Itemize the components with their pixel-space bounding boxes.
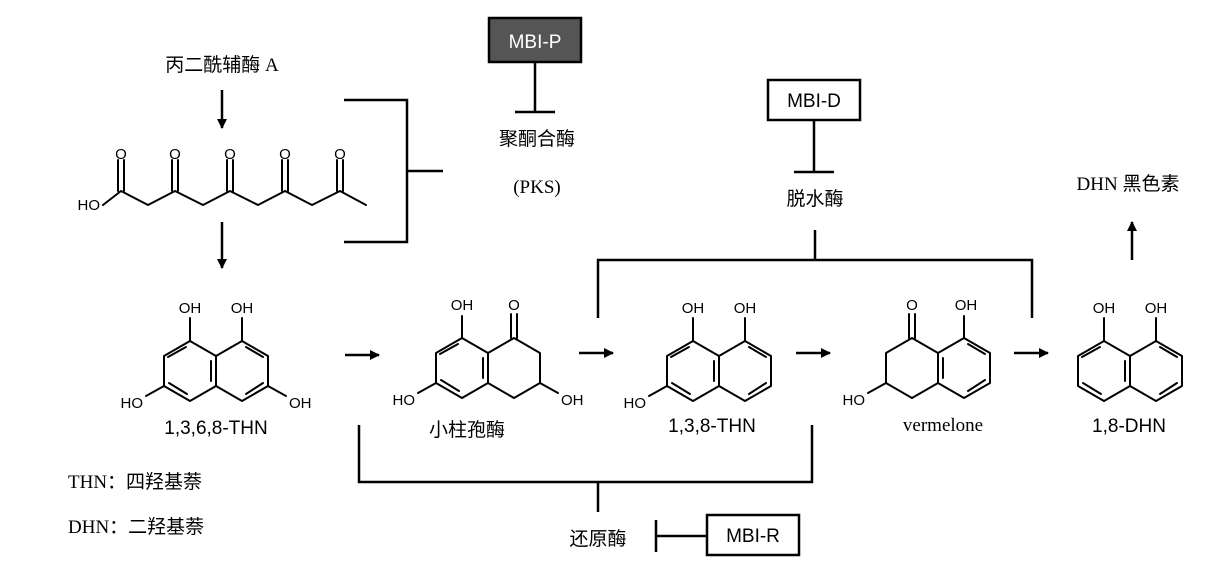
- mbi-d-box: [766, 78, 862, 122]
- legend-thn: THN：四羟基萘: [68, 471, 202, 493]
- compound-4-structure: O OH HO: [843, 297, 991, 409]
- atom-oh: OH: [289, 395, 312, 412]
- atom-ho: HO: [393, 392, 416, 409]
- compound-4-label: vermelone: [903, 415, 983, 436]
- dehydratase-label: 脱水酶: [786, 188, 843, 210]
- legend-dhn: DHN：二羟基萘: [68, 516, 204, 538]
- compound-3-label: 1,3,8-THN: [668, 416, 756, 437]
- atom-ho: HO: [843, 392, 866, 409]
- atom-o: O: [169, 146, 181, 163]
- mbi-p-label: MBI-P: [509, 32, 562, 53]
- atom-ho: HO: [121, 395, 144, 412]
- reductase-label: 还原酶: [569, 528, 626, 550]
- atom-oh: OH: [1145, 300, 1168, 317]
- malonyl-coa-label: 丙二酰辅酶 A: [165, 54, 279, 76]
- atom-o: O: [508, 297, 520, 314]
- atom-oh: OH: [561, 392, 584, 409]
- atom-o: O: [906, 297, 918, 314]
- atom-o: O: [224, 146, 236, 163]
- pks-label: 聚酮合酶: [499, 128, 575, 150]
- mbi-d-label: MBI-D: [787, 91, 841, 112]
- compound-2-label: 小柱孢酶: [429, 419, 505, 441]
- mbi-r-box: [705, 513, 801, 557]
- atom-ho: HO: [624, 395, 647, 412]
- atom-oh: OH: [451, 297, 474, 314]
- atom-o: O: [279, 146, 291, 163]
- compound-1-label: 1,3,6,8-THN: [164, 418, 267, 439]
- atom-o: O: [115, 146, 127, 163]
- atom-oh: OH: [179, 300, 202, 317]
- atom-oh: OH: [734, 300, 757, 317]
- atom-oh: OH: [231, 300, 254, 317]
- mbi-p-box: [487, 16, 583, 64]
- polyketide-structure: O O O O O HO: [78, 146, 367, 214]
- atom-oh: OH: [1093, 300, 1116, 317]
- atom-oh: OH: [682, 300, 705, 317]
- pks-bracket: [344, 98, 409, 244]
- compound-3-structure: OH OH HO: [624, 300, 772, 412]
- compound-5-structure: OH OH: [1077, 300, 1183, 402]
- dhn-melanin-label: DHN 黑色素: [1077, 173, 1180, 195]
- compound-1-structure: OH OH HO OH: [121, 300, 312, 412]
- atom-ho: HO: [78, 197, 101, 214]
- pks-abbr-label: (PKS): [513, 177, 561, 198]
- mbi-r-label: MBI-R: [726, 526, 780, 547]
- compound-2-structure: OH O HO OH: [393, 297, 584, 409]
- reductase-bracket: [357, 425, 814, 484]
- atom-oh: OH: [955, 297, 978, 314]
- dehydratase-bracket: [596, 258, 1034, 318]
- atom-o: O: [334, 146, 346, 163]
- compound-5-label: 1,8-DHN: [1092, 416, 1166, 437]
